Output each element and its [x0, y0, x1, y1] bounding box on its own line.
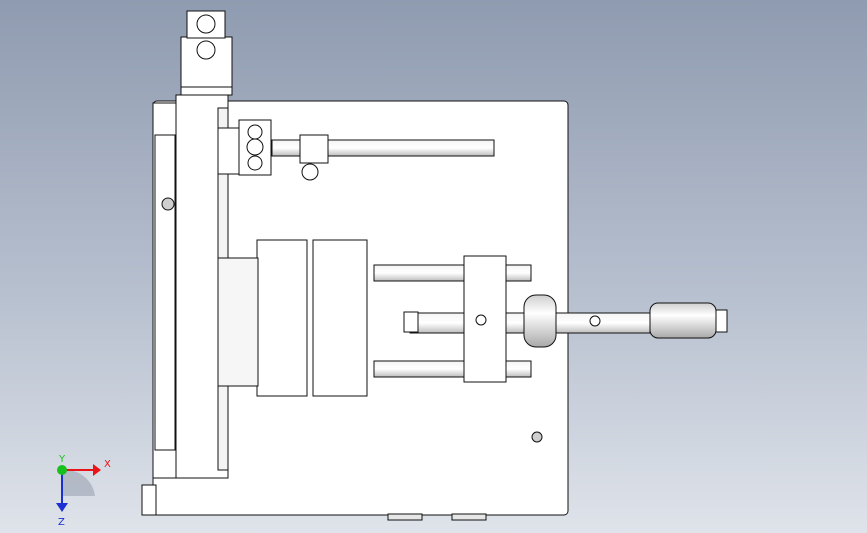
left-rail-groove	[154, 134, 176, 451]
axis-triad[interactable]: X Y Z	[56, 454, 111, 528]
clamp-base-strip	[217, 257, 259, 387]
x-axis-label: X	[104, 459, 111, 470]
guide-rod-top[interactable]	[373, 264, 532, 282]
bottom-tab-right	[451, 513, 487, 521]
clamp-block-right[interactable]	[312, 239, 368, 397]
motor-encoder-cap	[196, 14, 216, 34]
clamp-block-left[interactable]	[256, 239, 308, 397]
piston-rod-collar	[403, 311, 419, 333]
motor-flange	[180, 86, 233, 96]
end-cap	[715, 309, 728, 333]
gear-top	[247, 124, 263, 140]
fitting-2	[589, 315, 601, 327]
y-axis-origin	[57, 465, 67, 475]
y-axis-label: Y	[58, 454, 66, 465]
fitting-1	[475, 314, 487, 326]
z-axis-arrow	[56, 503, 68, 512]
gear-bottom	[247, 155, 263, 171]
triad-shadow-arc	[62, 469, 95, 496]
gear-middle	[246, 138, 264, 156]
mount-hole-2	[161, 197, 175, 211]
motor-shaft-cap	[196, 40, 216, 60]
bottom-tab-left	[387, 513, 423, 521]
cylinder-drum[interactable]	[523, 294, 557, 348]
left-column-slot	[217, 127, 241, 175]
upper-slider-ring	[301, 163, 319, 181]
base-foot	[141, 484, 157, 516]
z-axis-label: Z	[58, 517, 65, 528]
guide-rod-bottom[interactable]	[373, 360, 532, 378]
x-axis-arrow	[93, 464, 101, 476]
upper-slider[interactable]	[299, 134, 329, 164]
end-cylinder[interactable]	[649, 302, 717, 339]
mount-hole-1	[531, 431, 543, 443]
